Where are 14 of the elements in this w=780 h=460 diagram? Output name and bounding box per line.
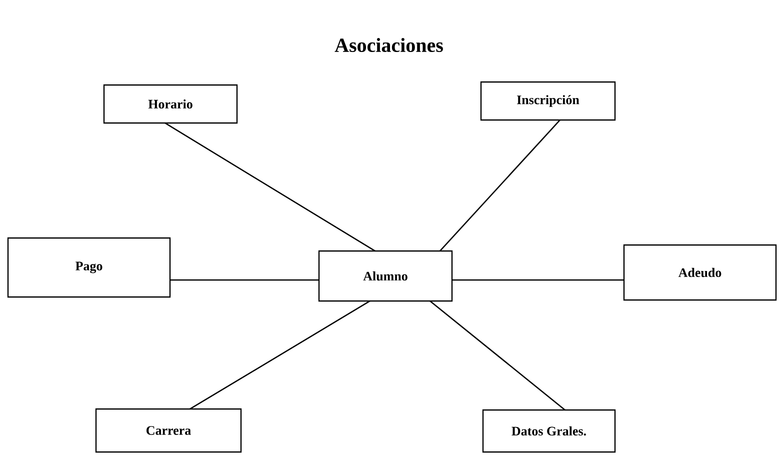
connector-line — [170, 279, 319, 281]
entity-box: Horario — [103, 84, 238, 124]
connector-line — [190, 300, 370, 410]
entity-box: Inscripción — [480, 81, 616, 121]
entity-box: Datos Grales. — [482, 409, 616, 453]
title: Asociaciones — [334, 38, 443, 52]
entity-box: Alumno — [318, 250, 453, 302]
entity-box: Adeudo — [623, 244, 777, 301]
entity-box: Pago — [7, 237, 171, 298]
connector-line — [440, 120, 560, 252]
connector-line — [430, 300, 566, 410]
connector-line — [164, 122, 376, 252]
entity-box: Carrera — [95, 408, 242, 453]
connector-line — [452, 279, 624, 281]
